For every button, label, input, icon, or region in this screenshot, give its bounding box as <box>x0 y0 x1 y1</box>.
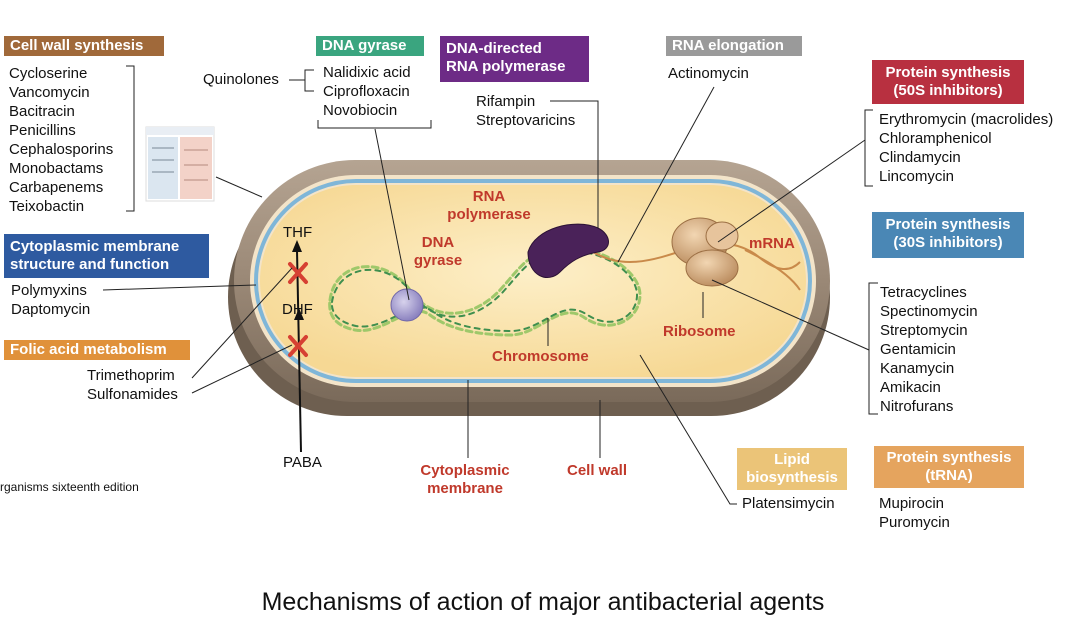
dna-gyrase-label-line2: gyrase <box>413 252 463 269</box>
thf-label: THF <box>283 224 313 241</box>
drug-name: Mupirocin <box>879 495 945 512</box>
drug-name: Streptomycin <box>880 322 968 339</box>
dna-gyrase-enzyme <box>390 288 424 322</box>
drug-name: Lincomycin <box>879 168 955 185</box>
protein-synthesis-30s-header: Protein synthesis (30S inhibitors) <box>872 212 1024 258</box>
drug-name: Penicillins <box>9 122 76 139</box>
drug-name: Nitrofurans <box>880 398 954 415</box>
drug-name: Spectinomycin <box>880 303 978 320</box>
drug-name: Cephalosporins <box>9 141 114 158</box>
drug-name: Clindamycin <box>879 149 961 166</box>
protein-synthesis-30s-title-line2: (30S inhibitors) <box>893 234 1003 251</box>
drug-name: Polymyxins <box>11 282 87 299</box>
drug-name: Cycloserine <box>9 65 88 82</box>
drug-name: Erythromycin (macrolides) <box>879 111 1054 128</box>
drug-name: Kanamycin <box>880 360 955 377</box>
cell-wall-structure-label: Cell wall <box>567 462 628 479</box>
drug-name: Sulfonamides <box>87 386 178 403</box>
cytoplasmic-membrane-layer <box>254 179 812 383</box>
drug-name: Chloramphenicol <box>879 130 992 147</box>
rna-polymerase-label-line2: polymerase <box>447 206 531 223</box>
cytoplasmic-membrane-label-line2: membrane <box>427 480 503 497</box>
source-text: rganisms sixteenth edition <box>0 480 139 494</box>
drug-name: Tetracyclines <box>880 284 967 301</box>
dna-directed-rna-polymerase-title-line1: DNA-directed <box>446 40 542 57</box>
rna-polymerase-structure-label: RNA polymerase <box>434 188 544 224</box>
drug-name: Daptomycin <box>11 301 91 318</box>
rna-elongation-header: RNA elongation <box>666 36 802 56</box>
dna-directed-rna-polymerase-title-line2: RNA polymerase <box>446 58 566 75</box>
cytoplasmic-membrane-label-line1: Cytoplasmic <box>420 462 510 479</box>
lipid-biosynthesis-title-line2: biosynthesis <box>746 469 838 486</box>
drug-name: Nalidixic acid <box>323 64 411 81</box>
folate-pathway-arrow <box>292 240 304 453</box>
lipid-biosynthesis-header: Lipid biosynthesis <box>737 448 847 490</box>
lipid-biosynthesis-title-line1: Lipid <box>774 451 810 468</box>
dna-gyrase-label-line1: DNA <box>421 234 455 251</box>
cytoplasmic-membrane-title-line1: Cytoplasmic membrane <box>10 238 180 255</box>
drug-name: Amikacin <box>880 379 941 396</box>
cytoplasm <box>260 185 806 377</box>
folic-acid-metabolism-header: Folic acid metabolism <box>4 340 190 360</box>
quinolones-label: Quinolones <box>203 71 279 88</box>
drug-name: Streptovaricins <box>476 112 576 129</box>
lipid-biosynthesis-drug-list: Platensimycin <box>742 494 835 513</box>
drug-name: Trimethoprim <box>87 367 175 384</box>
dna-gyrase-header: DNA gyrase <box>316 36 424 56</box>
drug-name: Novobiocin <box>323 102 398 119</box>
protein-synthesis-30s-title-line1: Protein synthesis <box>885 216 1011 233</box>
rna-elongation-drug-list: Actinomycin <box>668 64 749 83</box>
ribosome-illustration <box>671 217 739 287</box>
dna-directed-rna-polymerase-header: DNA-directed RNA polymerase <box>440 36 589 82</box>
chromosome-label: Chromosome <box>492 348 589 365</box>
protein-synthesis-50s-title-line2: (50S inhibitors) <box>893 82 1003 99</box>
drug-name: Teixobactin <box>9 198 85 215</box>
drug-name: Carbapenems <box>9 179 104 196</box>
drug-name: Bacitracin <box>9 103 75 120</box>
drug-name: Actinomycin <box>668 65 749 82</box>
cytoplasmic-membrane-structure-label: Cytoplasmic membrane <box>410 462 520 498</box>
figure-caption: Mechanisms of action of major antibacter… <box>261 588 825 616</box>
leader-lines <box>102 65 878 505</box>
drug-name: Gentamicin <box>880 341 956 358</box>
drug-name: Monobactams <box>9 160 104 177</box>
cytoplasmic-membrane-title-line2: structure and function <box>10 256 170 273</box>
drug-name: Puromycin <box>879 514 950 531</box>
protein-synthesis-trna-title-line2: (tRNA) <box>925 467 973 484</box>
protein-synthesis-50s-title-line1: Protein synthesis <box>885 64 1011 81</box>
protein-synthesis-trna-title-line1: Protein synthesis <box>886 449 1012 466</box>
drug-name: Ciprofloxacin <box>323 83 410 100</box>
dna-gyrase-structure-label: DNA gyrase <box>408 234 468 270</box>
cytoplasmic-membrane-header: Cytoplasmic membrane structure and funct… <box>4 234 209 278</box>
drug-name: Vancomycin <box>9 84 90 101</box>
drug-name: Platensimycin <box>742 495 835 512</box>
ribosome-label: Ribosome <box>663 323 736 340</box>
paba-label: PABA <box>283 454 322 471</box>
mrna-label: mRNA <box>749 235 795 252</box>
dhf-label: DHF <box>282 301 313 318</box>
rna-polymerase-enzyme <box>527 223 609 278</box>
protein-synthesis-50s-drug-list: Erythromycin (macrolides) Chloramphenicol… <box>879 110 1053 186</box>
cell-wall-synthesis-header: Cell wall synthesis <box>4 36 164 56</box>
protein-synthesis-50s-header: Protein synthesis (50S inhibitors) <box>872 60 1024 104</box>
rna-polymerase-label-line1: RNA <box>472 188 506 205</box>
thumbnail-figure <box>145 126 215 202</box>
drug-name: Rifampin <box>476 93 536 110</box>
mrna-tail <box>744 249 801 291</box>
protein-synthesis-trna-header: Protein synthesis (tRNA) <box>874 446 1024 488</box>
inhibition-x-marks <box>288 262 308 357</box>
